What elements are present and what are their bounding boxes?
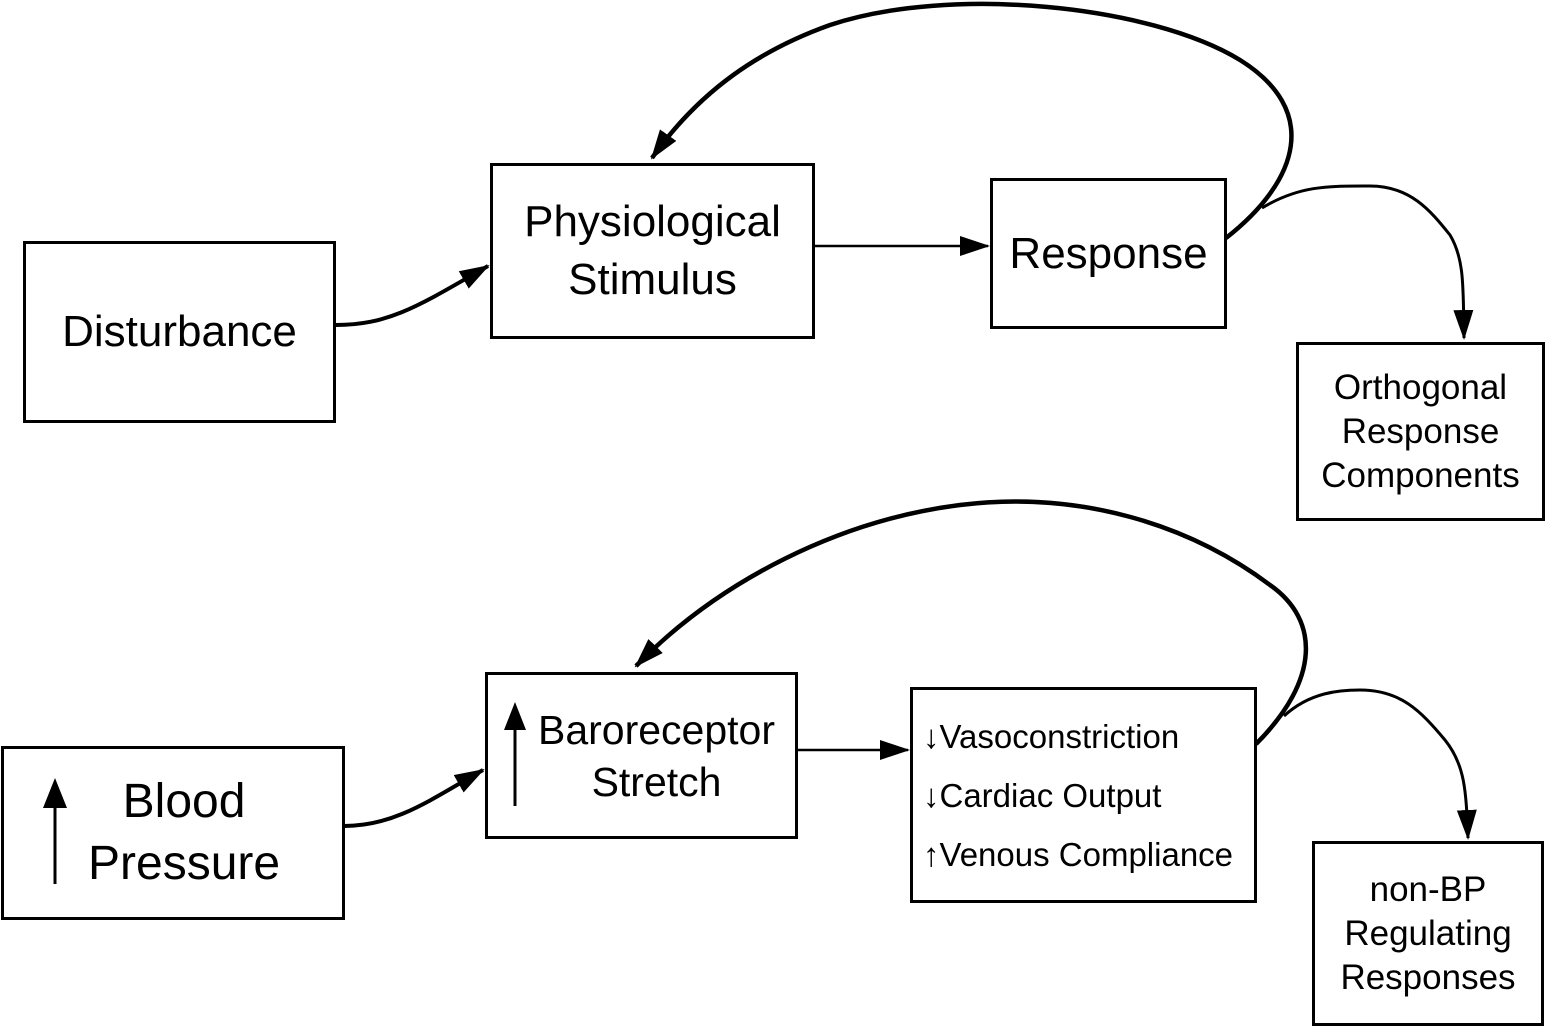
baroreceptor-stretch-box: Baroreceptor Stretch	[485, 672, 798, 839]
baroreceptor-line-1: Baroreceptor	[538, 706, 776, 753]
non-bp-responses-box: non-BP Regulating Responses	[1312, 841, 1544, 1026]
blood-pressure-box: Blood Pressure	[1, 746, 345, 920]
edge-response-to-orthogonal	[1261, 184, 1474, 340]
orthogonal-line-2: Response	[1341, 411, 1500, 451]
orthogonal-line-1: Orthogonal	[1333, 367, 1508, 407]
baroreceptor-line-2: Stretch	[591, 758, 722, 805]
response-item-label: Cardiac Output	[939, 776, 1162, 814]
blood-pressure-line-2: Pressure	[88, 837, 281, 890]
down-arrow-icon: ↓	[923, 717, 940, 755]
stimulus-line-1: Physiological	[524, 197, 781, 246]
blood-pressure-line-1: Blood	[122, 775, 246, 828]
edge-responses-to-nonbp	[1282, 688, 1477, 840]
non-bp-line-1: non-BP	[1369, 869, 1487, 909]
up-arrow-icon: ↑	[923, 835, 940, 873]
orthogonal-components-box: Orthogonal Response Components	[1296, 342, 1545, 521]
edge-bp-to-baroreceptor	[343, 768, 485, 828]
down-arrow-icon: ↓	[923, 776, 940, 814]
edge-disturbance-to-stimulus	[335, 264, 490, 327]
non-bp-line-3: Responses	[1340, 957, 1516, 997]
physiological-stimulus-box: Physiological Stimulus	[490, 163, 815, 339]
response-item-label: Venous Compliance	[939, 835, 1234, 873]
edge-response-feedback	[650, 1, 1294, 240]
disturbance-label: Disturbance	[62, 307, 297, 356]
up-arrow-icon	[504, 701, 526, 806]
edge-responses-feedback	[634, 499, 1309, 746]
orthogonal-line-3: Components	[1321, 455, 1520, 495]
response-box: Response	[990, 178, 1227, 329]
response-item-cardiac-output: ↓ Cardiac Output	[923, 766, 1161, 825]
non-bp-line-2: Regulating	[1344, 913, 1512, 953]
up-arrow-icon	[43, 778, 67, 884]
bp-responses-box: ↓ Vasoconstriction ↓ Cardiac Output ↑ Ve…	[910, 687, 1257, 903]
response-item-label: Vasoconstriction	[939, 717, 1180, 755]
stimulus-line-2: Stimulus	[568, 255, 737, 304]
response-item-vasoconstriction: ↓ Vasoconstriction	[923, 707, 1179, 766]
disturbance-box: Disturbance	[23, 241, 336, 423]
response-label: Response	[1009, 228, 1208, 278]
response-item-venous-compliance: ↑ Venous Compliance	[923, 825, 1233, 884]
